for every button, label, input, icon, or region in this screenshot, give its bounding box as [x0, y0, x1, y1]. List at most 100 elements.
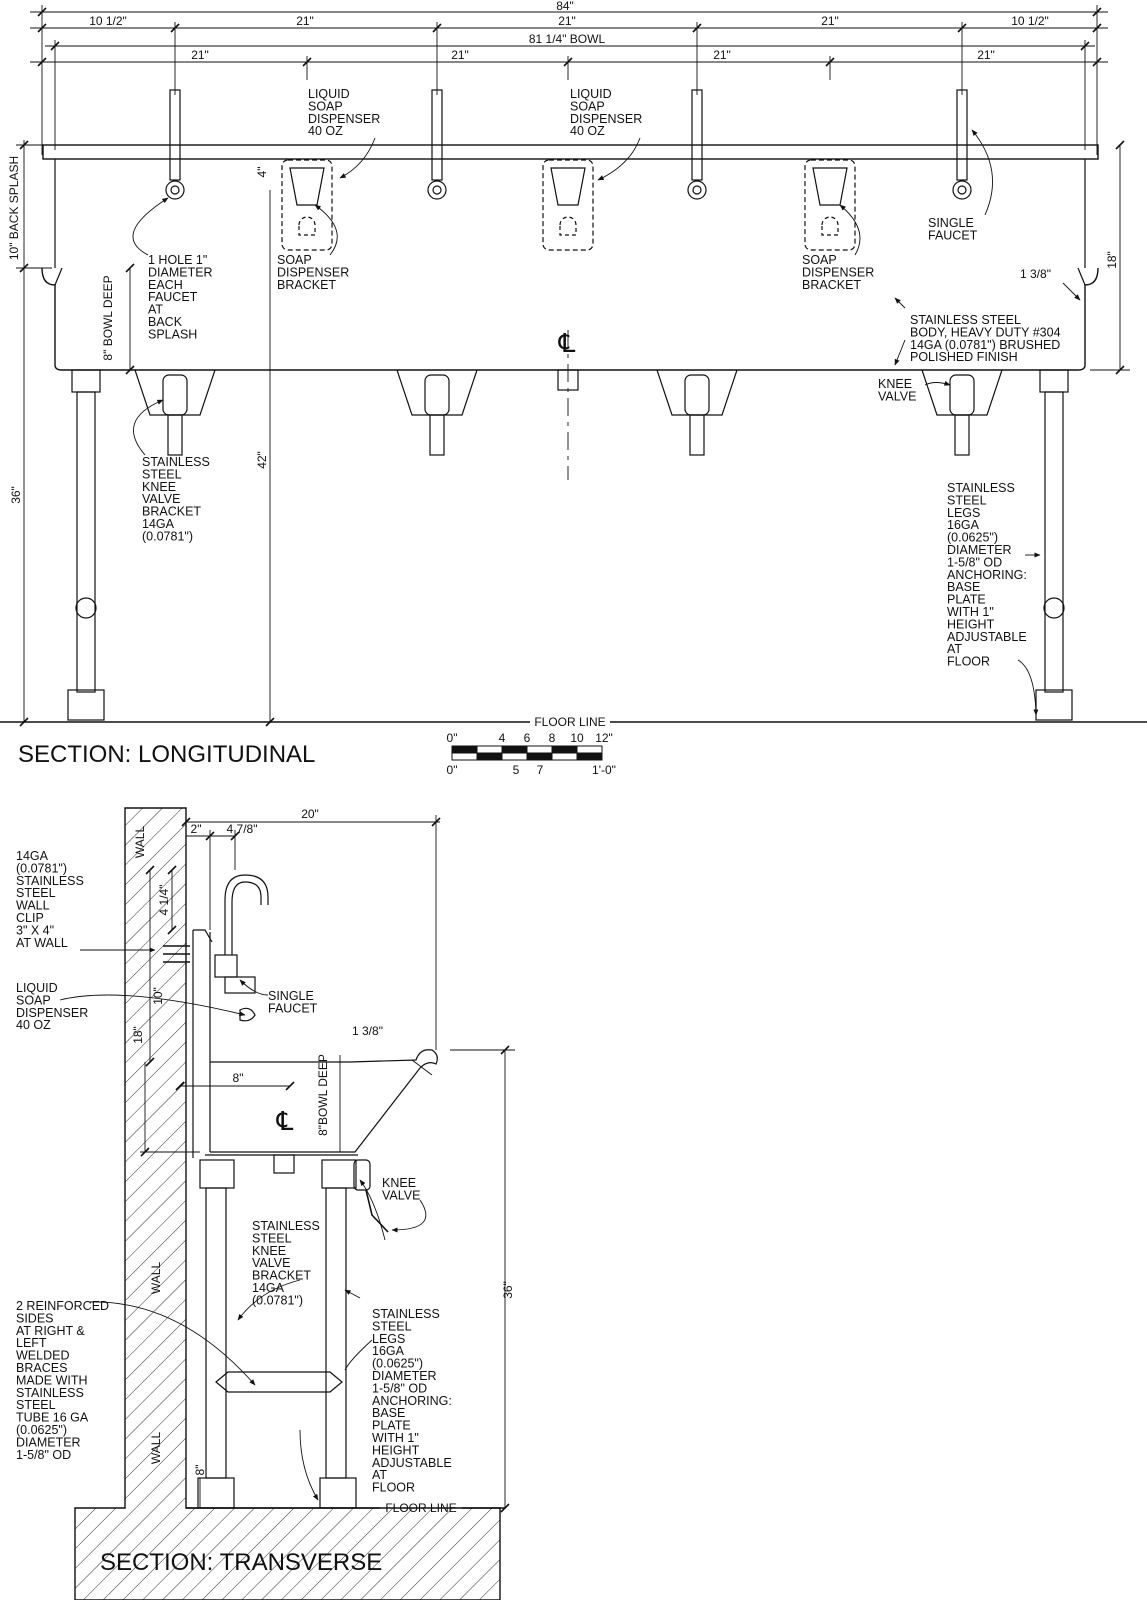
back-splash	[42, 144, 1099, 160]
label-line: STEEL	[142, 467, 182, 481]
svg-text:4: 4	[499, 731, 506, 745]
label-line: WITH 1"	[372, 1431, 419, 1445]
transverse-section	[59, 807, 515, 1600]
label-line: SINGLE	[928, 216, 974, 230]
label-line: LIQUID	[570, 87, 612, 101]
label-line: BRACKET	[142, 505, 201, 519]
label-line: 14GA	[142, 517, 175, 531]
label-line: DISPENSER	[16, 1006, 88, 1020]
dim-station-3: 21"	[713, 48, 731, 62]
dim-back-splash-transverse: 10"	[151, 987, 165, 1005]
top-dimension-lines	[30, 5, 1108, 155]
label-line: BRACKET	[252, 1269, 311, 1283]
dim-total-height: 42"	[255, 451, 269, 469]
dim-front-height: 18"	[1105, 251, 1119, 269]
svg-text:0": 0"	[447, 731, 458, 745]
dim-overall: 84"	[556, 0, 574, 13]
legs-longitudinal	[67, 369, 1073, 721]
label-line: SIDES	[16, 1311, 54, 1325]
svg-text:7: 7	[537, 763, 544, 777]
dim-bowl-depth-transverse: 8"BOWL DEEP	[316, 1054, 330, 1136]
label-line: 40 OZ	[16, 1018, 51, 1032]
dim-wall-offset: 2"	[191, 822, 202, 836]
label-line: (0.0781")	[252, 1293, 303, 1307]
label-line: KNEE	[142, 480, 176, 494]
longitudinal-text: 84" 10 1/2" 21" 21" 21" 10 1/2" 81 1/4" …	[7, 0, 1119, 777]
dim-bowl: 81 1/4" BOWL	[529, 32, 606, 46]
label-line: AT	[372, 1468, 387, 1482]
label-line: DISPENSER	[308, 112, 380, 126]
label-line: AT	[148, 303, 163, 317]
label-line: BODY, HEAVY DUTY #304	[910, 325, 1061, 339]
label-line: STAINLESS	[947, 481, 1015, 495]
label-line: KNEE	[252, 1244, 286, 1258]
label-line: 14GA	[16, 849, 49, 863]
label-line: WALL	[16, 899, 50, 913]
label-line: STEEL	[947, 493, 987, 507]
label-line: 2 REINFORCED	[16, 1299, 109, 1313]
label-line: VALVE	[382, 1188, 420, 1202]
scale-bar-labels: 0" 4 6 8 10 12" 0" 5 7 1'-0"	[447, 731, 616, 777]
knee-valve-transverse	[353, 1159, 389, 1233]
label-line: WELDED	[16, 1349, 69, 1363]
label-line: SOAP	[802, 253, 837, 267]
label-line: LIQUID	[16, 981, 58, 995]
label-line: DISPENSER	[570, 112, 642, 126]
centerline-symbol: ℄	[558, 329, 576, 359]
label-line: FAUCET	[148, 290, 198, 304]
svg-text:5: 5	[513, 763, 520, 777]
soap-dispensers-longitudinal	[281, 159, 856, 251]
label-line: SOAP	[308, 99, 343, 113]
svg-text:10: 10	[570, 731, 584, 745]
label-line: MADE WITH	[16, 1373, 88, 1387]
label-line: DIAMETER	[372, 1369, 437, 1383]
label-line: DISPENSER	[277, 265, 349, 279]
side-dimension-lines	[16, 140, 1130, 727]
label-line: DISPENSER	[802, 265, 874, 279]
floor-line-label: FLOOR LINE	[534, 715, 605, 729]
label-line: VALVE	[252, 1256, 290, 1270]
dim-clip-height: 4 1/4"	[157, 885, 171, 916]
label-line: STAINLESS	[142, 455, 210, 469]
label-line: 40 OZ	[308, 124, 343, 138]
label-line: SINGLE	[268, 989, 314, 1003]
wall-label-bottom: WALL	[149, 1432, 163, 1465]
label-line: FAUCET	[928, 228, 978, 242]
label-line: 14GA (0.0781") BRUSHED	[910, 338, 1060, 352]
label-line: LEFT	[16, 1336, 47, 1350]
label-line: AT	[947, 642, 962, 656]
wall-hatch	[74, 807, 501, 1600]
label-line: 3" X 4"	[16, 923, 54, 937]
dim-foot: 8"	[193, 1465, 207, 1476]
dim-station-1: 21"	[191, 48, 209, 62]
label-line: HEIGHT	[372, 1443, 420, 1457]
svg-text:8: 8	[549, 731, 556, 745]
dim-end-right: 10 1/2"	[1011, 14, 1049, 28]
label-line: KNEE	[878, 377, 912, 391]
faucet-transverse	[214, 874, 269, 1022]
dim-station-4: 21"	[977, 48, 995, 62]
drain-transverse	[273, 1154, 295, 1174]
label-line: FLOOR	[372, 1481, 415, 1495]
label-line: (0.0625")	[16, 1423, 67, 1437]
dim-dispenser-offset: 4"	[255, 167, 269, 178]
wall-label-mid: WALL	[149, 1262, 163, 1295]
dim-faucet-offset: 4 7/8"	[227, 822, 258, 836]
label-line: STAINLESS	[372, 1307, 440, 1321]
label-line: ADJUSTABLE	[372, 1456, 452, 1470]
dim-front-height-transverse: 18"	[131, 1026, 145, 1044]
dim-bowl-width: 8"	[233, 1071, 244, 1085]
label-line: TUBE 16 GA	[16, 1411, 89, 1425]
label-line: ADJUSTABLE	[947, 630, 1027, 644]
label-line: AT RIGHT &	[16, 1324, 85, 1338]
label-line: STEEL	[252, 1231, 292, 1245]
label-line: (0.0781")	[16, 861, 67, 875]
